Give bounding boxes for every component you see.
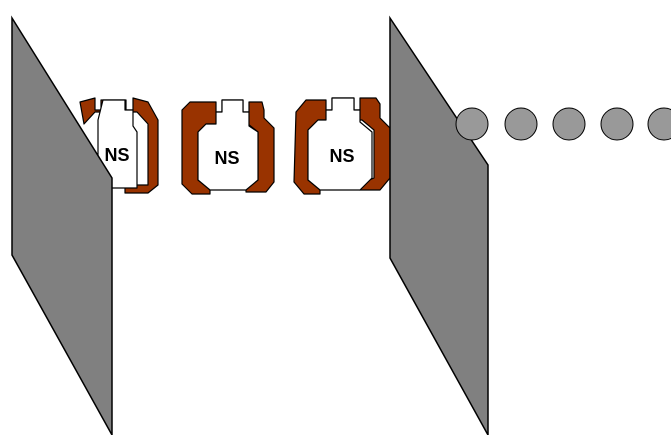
dot-5 <box>648 108 671 140</box>
magnet-3-label: NS <box>329 146 354 166</box>
dot-row <box>456 108 671 140</box>
dot-3 <box>553 108 585 140</box>
dot-1 <box>456 108 488 140</box>
magnet-2: NS <box>182 100 274 194</box>
magnet-3: NS <box>294 98 390 194</box>
right-plate <box>390 18 488 435</box>
left-plate <box>12 18 112 435</box>
magnet-1-label: NS <box>104 145 129 165</box>
dot-2 <box>505 108 537 140</box>
dot-4 <box>601 108 633 140</box>
magnet-2-label: NS <box>214 148 239 168</box>
